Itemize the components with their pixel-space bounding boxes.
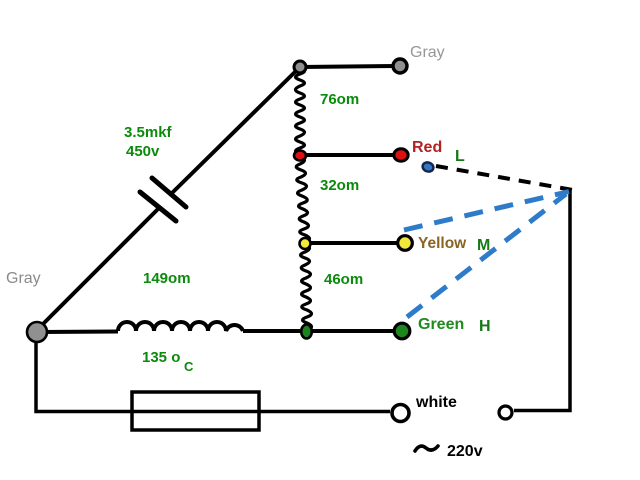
svg-text:L: L [455,148,465,165]
svg-text:white: white [415,394,457,411]
svg-text:H: H [479,318,491,335]
svg-text:Red: Red [412,139,442,156]
svg-text:450v: 450v [126,143,160,160]
svg-text:Green: Green [418,316,464,333]
svg-text:46om: 46om [324,271,363,288]
svg-text:Gray: Gray [6,270,41,287]
svg-text:3.5mkf: 3.5mkf [124,124,173,141]
svg-text:76om: 76om [320,91,359,108]
svg-text:Yellow: Yellow [418,235,467,252]
svg-text:Gray: Gray [410,44,445,61]
svg-text:135 o: 135 o [142,349,180,366]
svg-text:M: M [477,237,490,254]
svg-text:32om: 32om [320,177,359,194]
svg-text:C: C [184,359,194,374]
svg-text:220v: 220v [447,443,483,460]
svg-text:149om: 149om [143,270,191,287]
